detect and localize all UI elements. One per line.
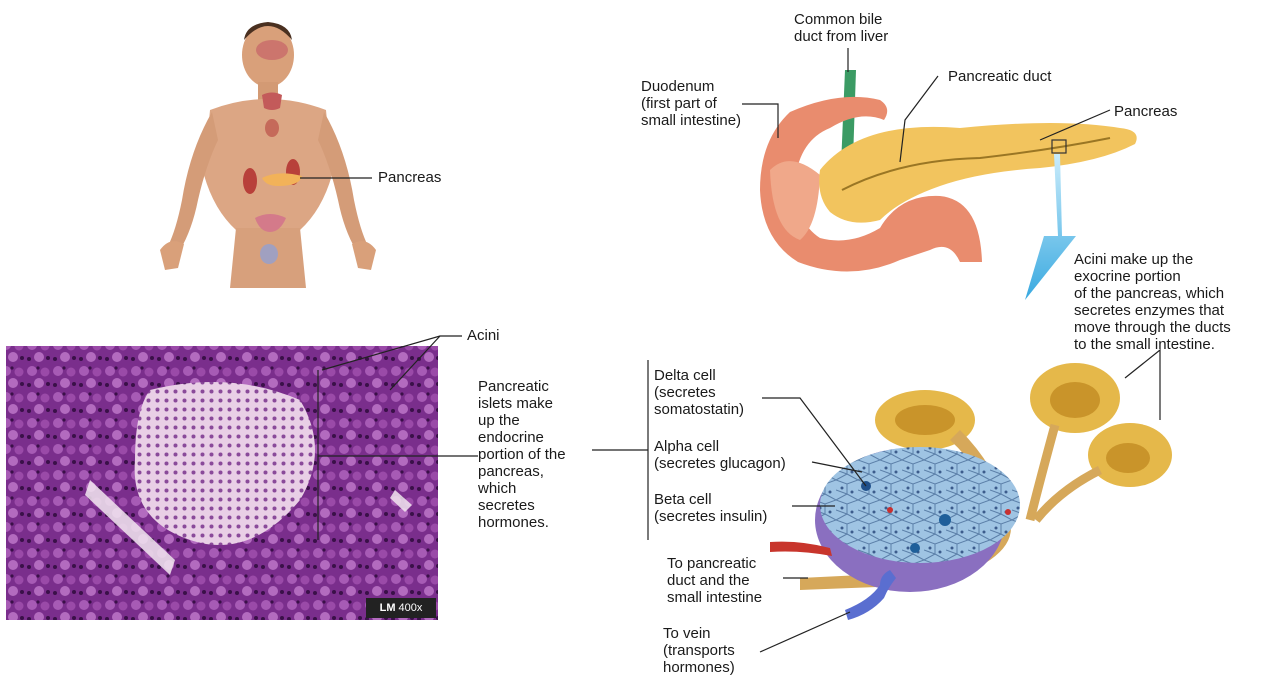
- zoom-arrow-icon: [1025, 154, 1076, 300]
- pancreatic-duct-label: Pancreatic duct: [948, 68, 1051, 85]
- acini-description-label: Acini make up the exocrine portion of th…: [1074, 251, 1231, 353]
- islet-diagram: [770, 363, 1172, 620]
- microscopy-method: LM: [380, 602, 396, 614]
- to-vein-label: To vein (transports hormones): [663, 625, 735, 676]
- pancreas-organ-label: Pancreas: [1114, 103, 1177, 120]
- human-figure: [160, 22, 376, 288]
- beta-cell-label: Beta cell (secretes insulin): [654, 491, 767, 525]
- alpha-cell-label: Alpha cell (secretes glucagon): [654, 438, 786, 472]
- pancreas-figure-label: Pancreas: [378, 169, 441, 186]
- duodenum-label: Duodenum (first part of small intestine): [641, 78, 741, 129]
- delta-cell-label: Delta cell (secretes somatostatin): [654, 367, 744, 418]
- magnification-badge: LM 400x: [366, 598, 436, 618]
- light-micrograph: [6, 346, 438, 620]
- magnification-value: 400x: [399, 602, 423, 614]
- to-pancreatic-duct-label: To pancreatic duct and the small intesti…: [667, 555, 762, 606]
- common-bile-duct-label: Common bile duct from liver: [794, 11, 888, 45]
- islets-description-label: Pancreatic islets make up the endocrine …: [478, 378, 566, 531]
- acini-label: Acini: [467, 327, 500, 344]
